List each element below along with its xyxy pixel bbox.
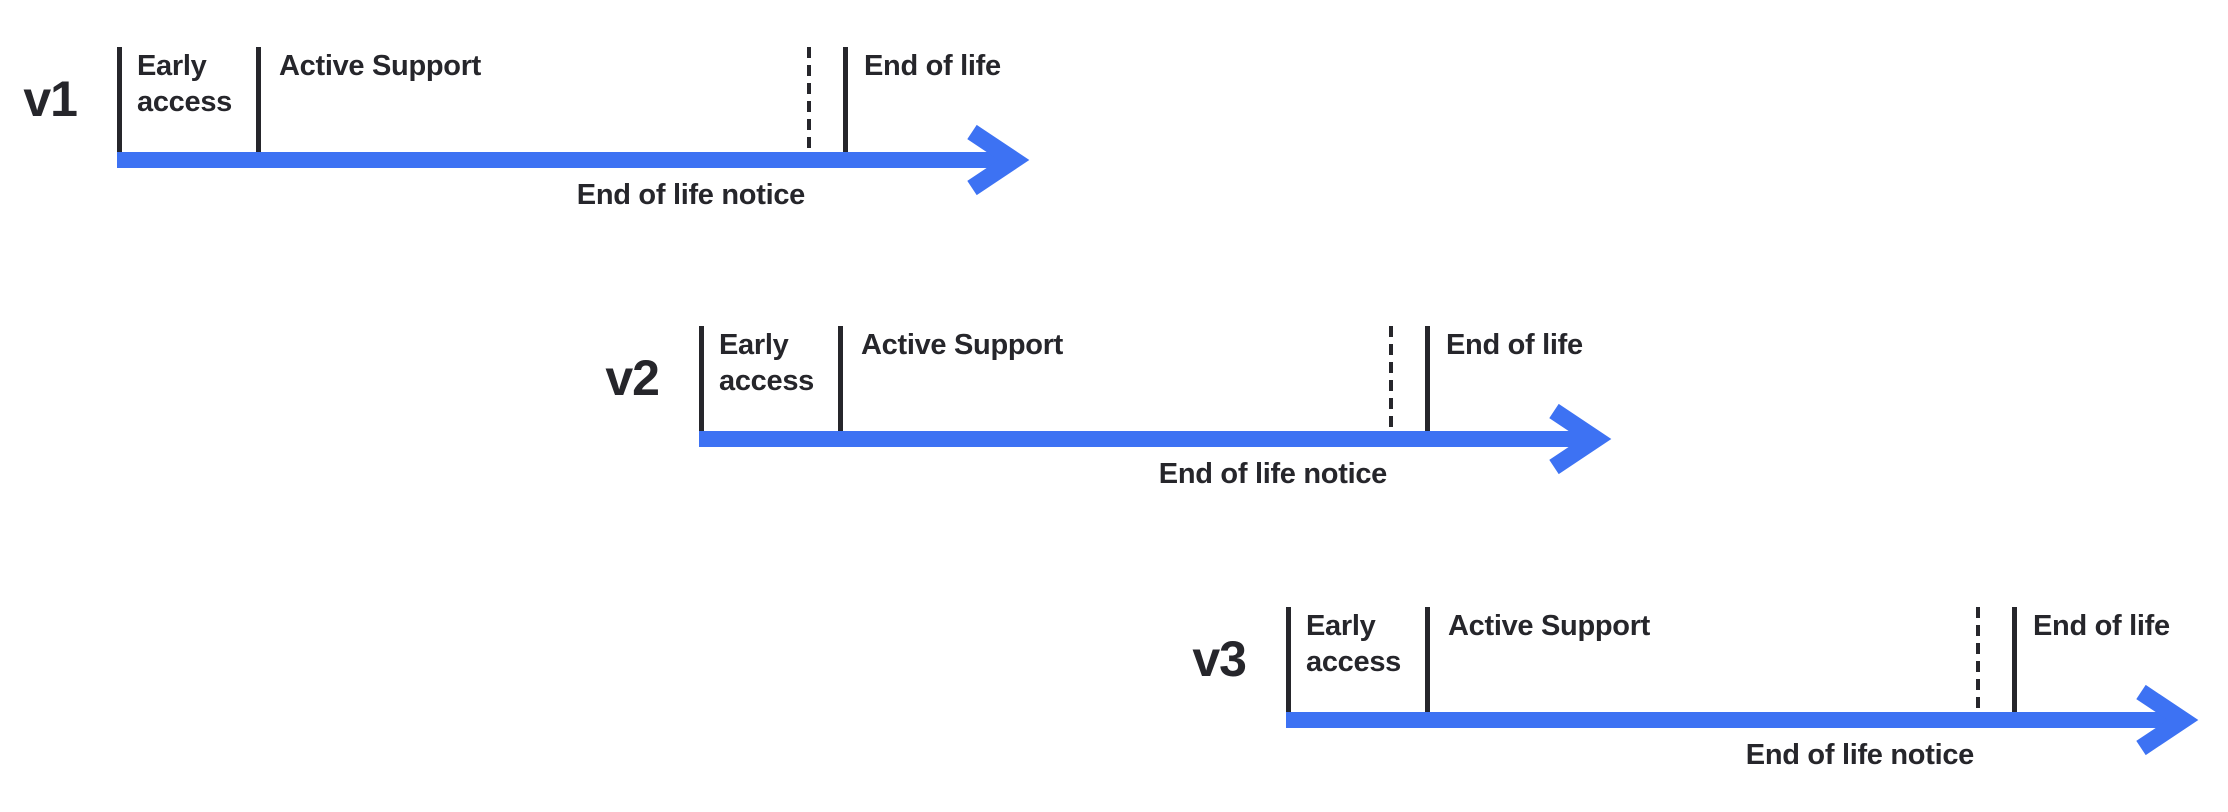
active-support-start-tick: [1425, 607, 1430, 713]
active-support-label: Active Support: [861, 329, 1064, 361]
end-of-life-label: End of life: [864, 50, 1001, 82]
timeline-v1: v1 Early access Active Support End of li…: [23, 47, 1077, 237]
end-of-life-notice-label: End of life notice: [576, 179, 806, 211]
eol-notice-dashed-line: [1976, 607, 1980, 713]
end-of-life-label: End of life: [1446, 329, 1583, 361]
end-of-life-tick: [2012, 607, 2017, 713]
early-access-start-tick: [1286, 607, 1291, 713]
timeline-v3: v3 Early access Active Support End of li…: [1192, 607, 2228, 797]
end-of-life-notice-label: End of life notice: [1158, 458, 1388, 490]
early-access-start-tick: [699, 326, 704, 432]
timeline-arrow: [699, 403, 1612, 475]
early-access-line1: Early: [137, 50, 207, 82]
end-of-life-label: End of life: [2033, 610, 2170, 642]
early-access-label: Early access: [1306, 608, 1401, 680]
early-access-line2: access: [137, 86, 232, 118]
early-access-line1: Early: [719, 329, 789, 361]
end-of-life-tick: [843, 47, 848, 153]
version-label: v2: [605, 350, 660, 406]
timeline-arrow: [1286, 684, 2199, 756]
active-support-start-tick: [256, 47, 261, 153]
early-access-start-tick: [117, 47, 122, 153]
end-of-life-notice-label: End of life notice: [1745, 739, 1975, 771]
active-support-start-tick: [838, 326, 843, 432]
early-access-label: Early access: [719, 327, 814, 399]
end-of-life-tick: [1425, 326, 1430, 432]
timeline-v2: v2 Early access Active Support End of li…: [605, 326, 1659, 516]
eol-notice-dashed-line: [807, 47, 811, 153]
early-access-line2: access: [1306, 646, 1401, 678]
active-support-label: Active Support: [1448, 610, 1651, 642]
early-access-label: Early access: [137, 48, 232, 120]
early-access-line1: Early: [1306, 610, 1376, 642]
active-support-label: Active Support: [279, 50, 482, 82]
eol-notice-dashed-line: [1389, 326, 1393, 432]
version-label: v1: [23, 71, 78, 127]
early-access-line2: access: [719, 365, 814, 397]
version-label: v3: [1192, 631, 1247, 687]
timeline-arrow: [117, 124, 1030, 196]
